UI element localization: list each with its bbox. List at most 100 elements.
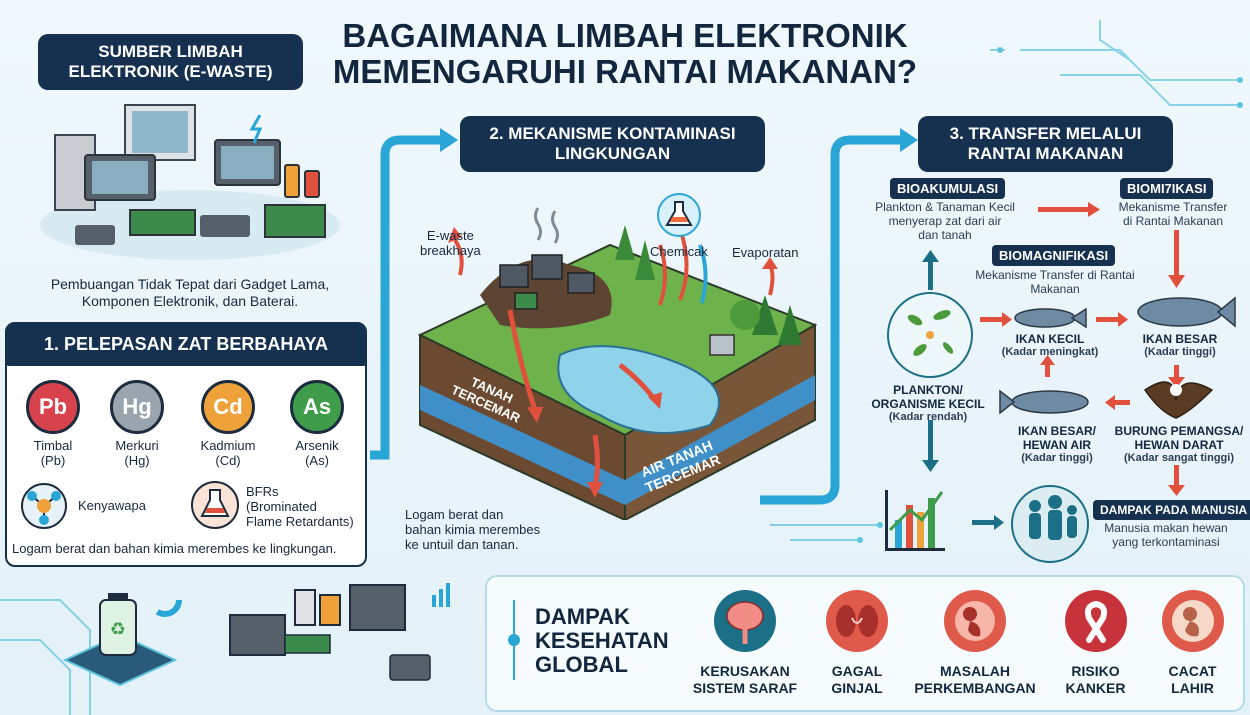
bioaccumulation-text: Plankton & Tanaman Kecil menyerap zat da… — [855, 200, 1035, 242]
health-item-line-1: GAGAL — [831, 663, 883, 679]
flask-icon — [191, 481, 239, 529]
element-badge: Hg — [110, 380, 164, 434]
smallfish-name: IKAN KECIL — [1015, 332, 1085, 346]
smallfish-level: (Kadar meningkat) — [1001, 346, 1099, 358]
biomag-text: Mekanisme Transfer di Rantai Makanan — [955, 268, 1155, 296]
element-code: (As) — [305, 453, 329, 468]
source-caption: Pembuangan Tidak Tepat dari Gadget Lama,… — [25, 276, 355, 310]
gadgets-illustration — [40, 104, 340, 260]
bfrs-line-3: Flame Retardants) — [246, 514, 354, 529]
health-title-line-3: GLOBAL — [535, 652, 628, 677]
bigfish-water-line-2: HEWAN AIR — [1022, 438, 1092, 452]
element-name: Kadmium — [200, 438, 256, 453]
bioaccum-line-1: Plankton & Tanaman Kecil — [875, 200, 1015, 214]
mechanism-header-line-2: LINGKUNGAN — [554, 144, 671, 163]
element-cd: Cd Kadmium (Cd) — [195, 380, 261, 468]
mechanism-caption-line-3: ke untuil dan tanan. — [405, 537, 519, 552]
element-code: (Hg) — [124, 453, 150, 468]
mechanism-caption-line-1: Logam berat dan — [405, 507, 504, 522]
element-badge: As — [290, 380, 344, 434]
health-title-line-2: KESEHATAN — [535, 628, 669, 653]
plankton-line-2: ORGANISME KECIL — [871, 397, 985, 411]
extra-kenyawapa: Kenyawapa — [78, 498, 146, 513]
health-item-line-1: RISIKO — [1071, 663, 1120, 679]
transfer-header: 3. TRANSFER MELALUI RANTAI MAKANAN — [918, 116, 1173, 172]
food-chain-illustration — [885, 202, 1236, 563]
chemical-flask-icon — [657, 193, 701, 237]
terrain-illustration — [417, 207, 818, 520]
bigfish-label: IKAN BESAR (Kadar tinggi) — [1130, 332, 1230, 359]
bigfish-level: (Kadar tinggi) — [1144, 346, 1216, 358]
source-caption-line-1: Pembuangan Tidak Tepat dari Gadget Lama, — [50, 276, 330, 292]
element-name: Merkuri — [115, 438, 159, 453]
health-item-line-1: CACAT — [1168, 663, 1217, 679]
source-header: SUMBER LIMBAH ELEKTRONIK (E-WASTE) — [38, 34, 303, 90]
bird-level: (Kadar sangat tinggi) — [1123, 452, 1234, 464]
mechanism-caption-line-2: bahan kimia merembes — [405, 522, 541, 537]
health-title-line-1: DAMPAK — [535, 604, 630, 629]
bfrs-line-1: BFRs — [246, 484, 279, 499]
bioaccumulation-badge: BIOAKUMULASI — [890, 178, 1006, 199]
biomi-line-2: di Rantai Makanan — [1122, 214, 1224, 228]
bird-line-1: BURUNG PEMANGSA/ — [1114, 424, 1244, 438]
ribbon-icon — [1064, 590, 1127, 652]
biomag-line-2: Makanan — [1030, 282, 1080, 296]
source-caption-line-2: Komponen Elektronik, dan Baterai. — [81, 293, 299, 309]
element-code: (Pb) — [40, 453, 66, 468]
health-item-line-2: PERKEMBANGAN — [914, 680, 1036, 696]
label-evaporatan: Evaporatan — [732, 245, 799, 260]
health-item-line-2: GINJAL — [831, 680, 883, 696]
health-item-line-1: KERUSAKAN — [700, 663, 790, 679]
molecule-icon — [21, 483, 67, 529]
svg-text:♻: ♻ — [110, 619, 126, 640]
source-header-line-1: SUMBER LIMBAH — [98, 42, 243, 61]
mechanism-header: 2. MEKANISME KONTAMINASI LINGKUNGAN — [460, 116, 765, 172]
smallfish-label: IKAN KECIL (Kadar meningkat) — [995, 332, 1105, 359]
release-footer: Logam berat dan bahan kimia merembes ke … — [12, 541, 337, 556]
fetus-icon — [944, 590, 1006, 652]
health-item-line-2: KANKER — [1065, 680, 1126, 696]
label-ewaste-line-1: E-waste — [426, 228, 474, 243]
bioaccum-line-2: menyerap zat dari air — [888, 214, 1002, 228]
health-item-line-1: MASALAH — [940, 663, 1010, 679]
health-item-line-2: LAHIR — [1171, 680, 1214, 696]
plankton-line-1: PLANKTON/ — [893, 383, 963, 397]
biomi-text: Mekanisme Transfer di Rantai Makanan — [1103, 200, 1243, 228]
bfrs-line-2: (Brominated — [246, 499, 317, 514]
biomag-line-1: Mekanisme Transfer di Rantai — [975, 268, 1135, 282]
extra-bfrs: BFRs (Brominated Flame Retardants) — [246, 484, 354, 529]
bigfish-name: IKAN BESAR — [1142, 332, 1218, 346]
brain-icon — [714, 590, 776, 652]
title-line-1: BAGAIMANA LIMBAH ELEKTRONIK — [342, 17, 908, 54]
transfer-header-line-2: RANTAI MAKANAN — [967, 144, 1124, 163]
plankton-level: (Kadar rendah) — [888, 411, 968, 423]
human-impact-badge: DAMPAK PADA MANUSIA — [1093, 500, 1250, 520]
bird-line-2: HEWAN DARAT — [1134, 438, 1224, 452]
health-item-line-2: SISTEM SARAF — [692, 680, 798, 696]
human-line-1: Manusia makan hewan — [1104, 521, 1228, 535]
kidney-icon — [826, 590, 888, 652]
release-header: 1. PELEPASAN ZAT BERBAHAYA — [5, 322, 367, 366]
title-line-2: MEMENGARUHI RANTAI MAKANAN? — [332, 53, 918, 90]
element-name: Timbal — [33, 438, 73, 453]
element-badge: Cd — [201, 380, 255, 434]
label-ewaste: E-waste breakhaya — [420, 228, 481, 258]
mechanism-header-line-1: 2. MEKANISME KONTAMINASI — [489, 124, 736, 143]
transfer-header-line-1: 3. TRANSFER MELALUI — [949, 124, 1142, 143]
plankton-label: PLANKTON/ ORGANISME KECIL (Kadar rendah) — [858, 383, 998, 424]
human-impact-text: Manusia makan hewan yang terkontaminasi — [1085, 521, 1247, 549]
element-code: (Cd) — [215, 453, 241, 468]
mechanism-caption: Logam berat dan bahan kimia merembes ke … — [405, 507, 540, 552]
bioaccum-line-3: dan tanah — [918, 228, 972, 242]
